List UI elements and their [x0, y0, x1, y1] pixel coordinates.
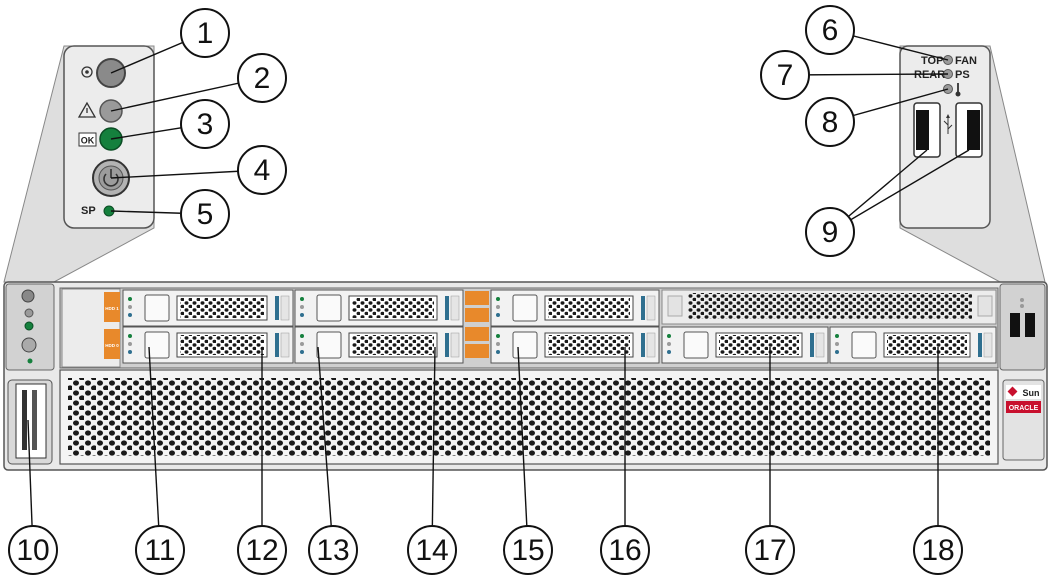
ok-icon — [78, 132, 97, 147]
hdd0-label-tag — [104, 329, 120, 359]
callout-marker: 3 — [180, 99, 230, 149]
ps-label: PS — [955, 69, 970, 81]
drive-release-latch[interactable] — [512, 331, 538, 359]
usb-port-left[interactable] — [913, 102, 941, 158]
callout-number: 8 — [822, 106, 839, 139]
callout-marker: 18 — [913, 525, 963, 575]
right-rack-ear — [999, 283, 1046, 371]
usb-icon — [943, 114, 953, 134]
hdd0-label: HDD 0 — [105, 343, 119, 348]
callout-marker: 2 — [237, 53, 287, 103]
brand-plate — [1002, 379, 1045, 461]
small-usb-port-left[interactable] — [1010, 313, 1020, 337]
callout-marker: 7 — [760, 50, 810, 100]
callout-marker: 9 — [805, 207, 855, 257]
drive-release-latch[interactable] — [512, 294, 538, 322]
drive-bay[interactable] — [490, 326, 660, 364]
callout-number: 9 — [822, 216, 839, 249]
drive-bay[interactable] — [490, 289, 660, 327]
callout-number: 16 — [608, 534, 641, 567]
drive-release-latch[interactable] — [683, 331, 709, 359]
callout-marker: 17 — [745, 525, 795, 575]
small-power-button[interactable] — [21, 337, 37, 353]
callout-marker: 13 — [308, 525, 358, 575]
drive-bay[interactable] — [661, 326, 829, 364]
enlarged-right-indicator-panel: TOP FAN REAR PS — [899, 45, 991, 229]
drive-bay[interactable] — [122, 289, 294, 327]
callout-marker: 5 — [180, 189, 230, 239]
sun-brand-label: Sun — [1023, 388, 1040, 398]
drive-release-latch[interactable] — [316, 331, 342, 359]
callout-number: 12 — [245, 534, 278, 567]
drive-bays — [122, 289, 997, 364]
sp-label: SP — [81, 205, 96, 217]
leader-line — [784, 73, 949, 76]
leader-line — [829, 149, 970, 233]
oracle-brand-label: ORACLE — [1009, 405, 1039, 412]
callout-number: 3 — [197, 108, 214, 141]
callout-marker: 10 — [8, 525, 58, 575]
fan-label: FAN — [955, 55, 977, 67]
callout-number: 17 — [753, 534, 786, 567]
sun-logo-icon — [1007, 386, 1018, 397]
rear-label: REAR — [914, 69, 945, 81]
enlarged-left-control-panel: OK SP — [63, 45, 155, 229]
callout-number: 6 — [822, 14, 839, 47]
drive-release-latch[interactable] — [144, 331, 170, 359]
hdd1-label: HDD 1 — [105, 306, 119, 311]
callout-marker: 4 — [237, 145, 287, 195]
drive-bay[interactable] — [122, 326, 294, 364]
small-locator-button[interactable] — [21, 289, 35, 303]
drive-release-latch[interactable] — [316, 294, 342, 322]
callout-number: 7 — [777, 59, 794, 92]
drive-bay[interactable] — [294, 289, 464, 327]
small-usb-port-right[interactable] — [1025, 313, 1035, 337]
callout-marker: 15 — [503, 525, 553, 575]
callout-number: 15 — [511, 534, 544, 567]
drive-bay[interactable] — [829, 326, 997, 364]
leader-line — [148, 346, 161, 551]
drive-bay[interactable] — [294, 326, 464, 364]
drive-release-latch[interactable] — [144, 294, 170, 322]
rfid-tag[interactable] — [15, 383, 47, 459]
callout-marker: 8 — [805, 97, 855, 147]
hdd1-label-tag — [104, 292, 120, 322]
callout-marker: 16 — [600, 525, 650, 575]
callout-number: 1 — [197, 17, 214, 50]
callout-number: 14 — [415, 534, 448, 567]
leader-line — [517, 346, 529, 551]
leader-line — [431, 346, 436, 551]
callout-marker: 12 — [237, 525, 287, 575]
callout-marker: 1 — [180, 8, 230, 58]
leader-line — [110, 169, 263, 179]
callout-number: 10 — [16, 534, 49, 567]
callout-marker: 14 — [407, 525, 457, 575]
callout-number: 4 — [254, 154, 271, 187]
usb-port-right[interactable] — [955, 102, 983, 158]
callout-number: 2 — [254, 62, 271, 95]
callout-marker: 6 — [805, 5, 855, 55]
warning-icon — [77, 101, 97, 118]
top-label: TOP — [921, 55, 943, 67]
leader-line — [110, 77, 263, 112]
locator-icon — [81, 66, 93, 78]
callout-marker: 11 — [135, 525, 185, 575]
ok-label: OK — [81, 136, 95, 146]
callout-number: 5 — [197, 198, 214, 231]
callout-number: 11 — [144, 534, 175, 567]
thermometer-icon — [955, 83, 961, 97]
drive-release-latch[interactable] — [851, 331, 877, 359]
callout-number: 13 — [316, 534, 349, 567]
callout-number: 18 — [921, 534, 954, 567]
leader-line — [317, 346, 334, 551]
